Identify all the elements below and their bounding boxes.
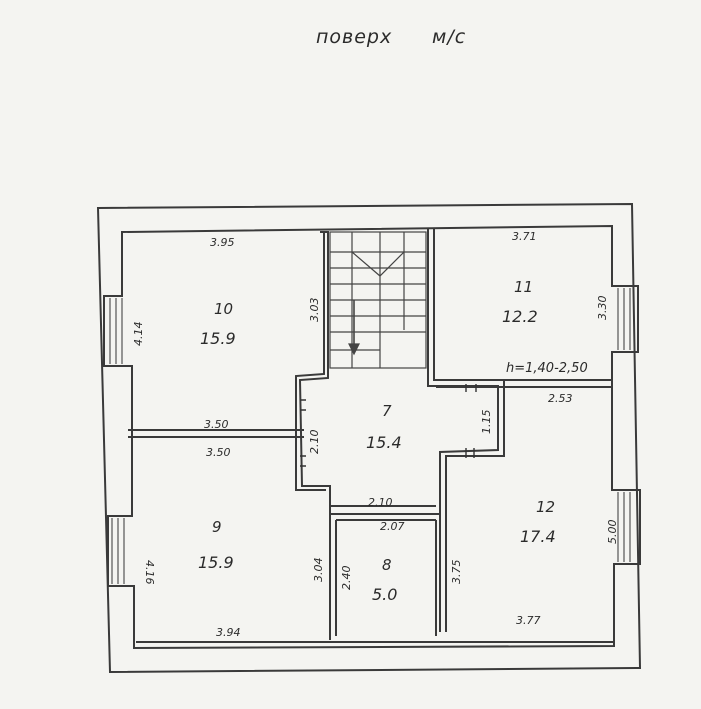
floor-label: поверх: [316, 26, 393, 48]
dim-r10-bottom: 3.50: [204, 418, 229, 431]
dim-hall-right: 1.15: [480, 410, 493, 435]
dim-r12-right: 5.00: [606, 520, 619, 545]
dim-r12-top: 2.53: [548, 392, 573, 405]
room-12-number: 12: [536, 498, 555, 516]
room-11-left-wall: [427, 228, 499, 632]
room-9-number: 9: [212, 518, 222, 536]
dim-hall-left: 2.10: [308, 430, 321, 455]
room-11-number: 11: [514, 278, 533, 296]
room-8-number: 8: [382, 556, 392, 574]
dim-r11-right: 3.30: [596, 296, 609, 321]
dim-r9-right: 3.04: [312, 558, 325, 583]
dim-r10-left: 4.14: [132, 322, 145, 347]
dim-r12-bottom: 3.77: [516, 614, 541, 627]
room-12-area: 17.4: [520, 527, 556, 546]
room-9-10-divider: [128, 429, 304, 438]
dim-r8-left: 2.40: [340, 566, 353, 591]
outer-wall: [96, 202, 642, 674]
dim-r9-left: 4.16: [143, 560, 156, 585]
window-right-bottom: [617, 492, 631, 562]
room-10-area: 15.9: [200, 329, 236, 348]
room-7-area: 15.4: [366, 433, 402, 452]
dim-r8-top-outer: 2.10: [368, 496, 393, 509]
dim-r8-top-inner: 2.07: [380, 520, 405, 533]
inner-wall-outline: [103, 224, 641, 650]
room-8-area: 5.0: [372, 585, 397, 604]
floor-type-label: м/с: [432, 26, 467, 48]
window-right-top: [617, 288, 631, 350]
staircase: [329, 231, 427, 369]
dim-r9-bottom: 3.94: [216, 626, 241, 639]
window-left-top: [109, 298, 123, 364]
ceiling-height-note: h=1,40-2,50: [506, 361, 588, 376]
room-7-number: 7: [382, 402, 392, 420]
dim-r10-right: 3.03: [308, 298, 321, 323]
room-9-area: 15.9: [198, 553, 234, 572]
window-left-bottom: [111, 518, 125, 584]
stair-left-wall: [298, 231, 331, 640]
dim-r11-top: 3.71: [512, 230, 537, 243]
dim-r9-top: 3.50: [206, 446, 231, 459]
room-8-walls: [330, 513, 440, 636]
dim-r12-left: 3.75: [450, 560, 463, 585]
room-10-number: 10: [214, 300, 233, 318]
room-11-area: 12.2: [502, 307, 538, 326]
dim-r10-top: 3.95: [210, 236, 235, 249]
